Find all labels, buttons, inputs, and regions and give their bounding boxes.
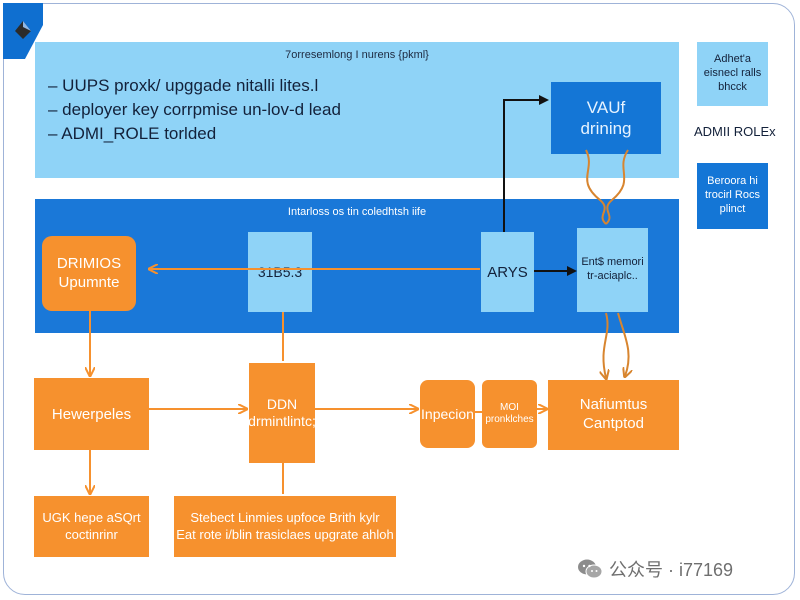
memory-node[interactable]: Ent$ memori tr-aciaplc..: [577, 228, 648, 312]
interface-title: Intarloss os tin coledhtsh iife: [287, 206, 427, 218]
drimios-line: DRIMIOS: [56, 254, 122, 272]
admin-check-line: Adhet'a: [714, 53, 751, 66]
list-item: – deployer key corrpmise un-lov-d lead: [48, 100, 341, 119]
ugk-line: coctinrinr: [65, 526, 118, 542]
moi-node[interactable]: MOI pronklches: [482, 380, 537, 448]
list-item: – UUPS proxk/ upggade nitalli lites.l: [48, 76, 319, 95]
process-line: trocirl Rocs: [704, 189, 760, 202]
ugk-line: UGK hepe aSQrt: [42, 510, 141, 526]
ddn-node[interactable]: DDN drmintlintc;: [248, 363, 316, 463]
nafiumtus-line: Nafiumtus: [579, 396, 648, 414]
watermark: 公众号 · i77169: [577, 556, 733, 582]
drimios-node[interactable]: DRIMIOS Upumnte: [42, 236, 136, 311]
moi-line: pronklches: [485, 414, 534, 425]
vault-node-line: VAUf: [586, 97, 626, 117]
admin-role-label: ADMII ROLEx: [694, 124, 776, 139]
ddn-line: DDN: [266, 395, 298, 412]
vault-node-line: drining: [580, 119, 632, 138]
hewerpeles-node[interactable]: Hewerpeles: [34, 378, 149, 450]
stebect-line: Eat rote i/blin trasiclaes upgrate ahloh: [176, 526, 394, 542]
inpecion-label: Inpecion: [421, 406, 474, 422]
arys-node[interactable]: ARYS: [481, 232, 534, 312]
admin-check-line: bhcck: [718, 80, 747, 93]
value-node-label: 31B5.3: [257, 264, 303, 280]
nafiumtus-line: Cantptod: [583, 415, 644, 432]
drimios-line: Upumnte: [58, 273, 120, 291]
nafiumtus-node[interactable]: Nafiumtus Cantptod: [548, 380, 679, 450]
inpecion-node[interactable]: Inpecion: [420, 380, 475, 448]
arys-node-label: ARYS: [487, 263, 528, 281]
requirements-title: 7orresemlong I nurens {pkml}: [285, 49, 429, 61]
stebect-node[interactable]: Stebect Linmies upfoce Brith kylr Eat ro…: [174, 496, 396, 557]
watermark-text: 公众号 · i77169: [609, 560, 734, 580]
memory-line: Ent$ memori: [581, 256, 644, 269]
value-node[interactable]: 31B5.3: [248, 232, 312, 312]
list-item: – ADMI_ROLE torlded: [48, 124, 217, 143]
process-line: plinct: [719, 202, 746, 215]
admin-check-line: eisnecl ralls: [703, 67, 762, 80]
hewerpeles-label: Hewerpeles: [51, 405, 132, 423]
stebect-line: Stebect Linmies upfoce Brith kylr: [190, 510, 380, 526]
vault-node[interactable]: VAUf drining: [551, 82, 661, 154]
process-node[interactable]: Beroora hi trocirl Rocs plinct: [697, 163, 768, 229]
process-line: Beroora hi: [707, 175, 758, 188]
chat-icon: [578, 559, 603, 579]
admin-check-node[interactable]: Adhet'a eisnecl ralls bhcck: [697, 42, 768, 106]
requirements-list: – UUPS proxk/ upggade nitalli lites.l – …: [48, 74, 341, 146]
ddn-line: drmintlintc;: [248, 413, 316, 429]
logo-icon: [3, 3, 43, 59]
moi-line: MOI: [500, 401, 519, 413]
memory-line: tr-aciaplc..: [587, 270, 638, 282]
ugk-node[interactable]: UGK hepe aSQrt coctinrinr: [34, 496, 149, 557]
